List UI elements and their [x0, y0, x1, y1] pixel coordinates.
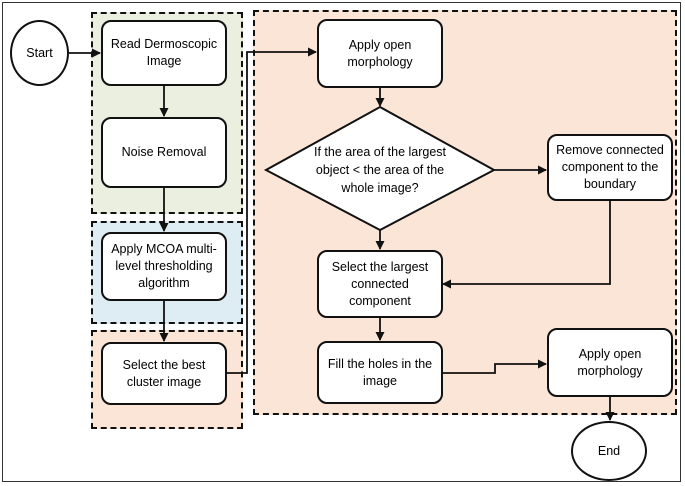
- remove-boundary-component-label: Remove connected component to the bounda…: [556, 143, 664, 191]
- remove-boundary-component-step: Remove connected component to the bounda…: [547, 134, 673, 201]
- decision-diamond: [263, 105, 497, 232]
- open-morphology-label-1: Apply open morphology: [347, 37, 413, 69]
- mcoa-threshold-label: Apply MCOA multi-level thresholding algo…: [111, 242, 217, 290]
- mcoa-threshold-step: Apply MCOA multi-level thresholding algo…: [101, 232, 227, 301]
- arrow-remove-to-largest: [442, 201, 611, 289]
- read-image-step: Read Dermoscopic Image: [101, 20, 227, 86]
- open-morphology-step-1: Apply open morphology: [317, 19, 443, 88]
- open-morphology-step-2: Apply open morphology: [547, 328, 673, 397]
- start-label: Start: [26, 46, 53, 60]
- end-label: End: [597, 444, 621, 458]
- start-terminal: Start: [10, 20, 69, 86]
- fill-holes-label: Fill the holes in the image: [327, 356, 433, 388]
- decision-label-wrap: If the area of the largest object < the …: [310, 130, 450, 210]
- noise-removal-label: Noise Removal: [121, 145, 207, 159]
- read-image-label: Read Dermoscopic Image: [110, 37, 218, 68]
- decision-label: If the area of the largest object < the …: [313, 145, 447, 195]
- arrow-fill-to-open2: [443, 359, 547, 374]
- select-largest-component-label: Select the largest connected component: [331, 259, 429, 308]
- noise-removal-step: Noise Removal: [101, 117, 227, 188]
- arrow-best-to-open1: [226, 47, 317, 374]
- fill-holes-step: Fill the holes in the image: [317, 341, 443, 404]
- select-largest-component-step: Select the largest connected component: [317, 250, 443, 318]
- select-best-cluster-label: Select the best cluster image: [122, 357, 206, 389]
- end-terminal: End: [571, 421, 647, 481]
- diagram-frame: [2, 2, 681, 482]
- select-best-cluster-step: Select the best cluster image: [101, 342, 227, 405]
- open-morphology-label-2: Apply open morphology: [577, 346, 643, 378]
